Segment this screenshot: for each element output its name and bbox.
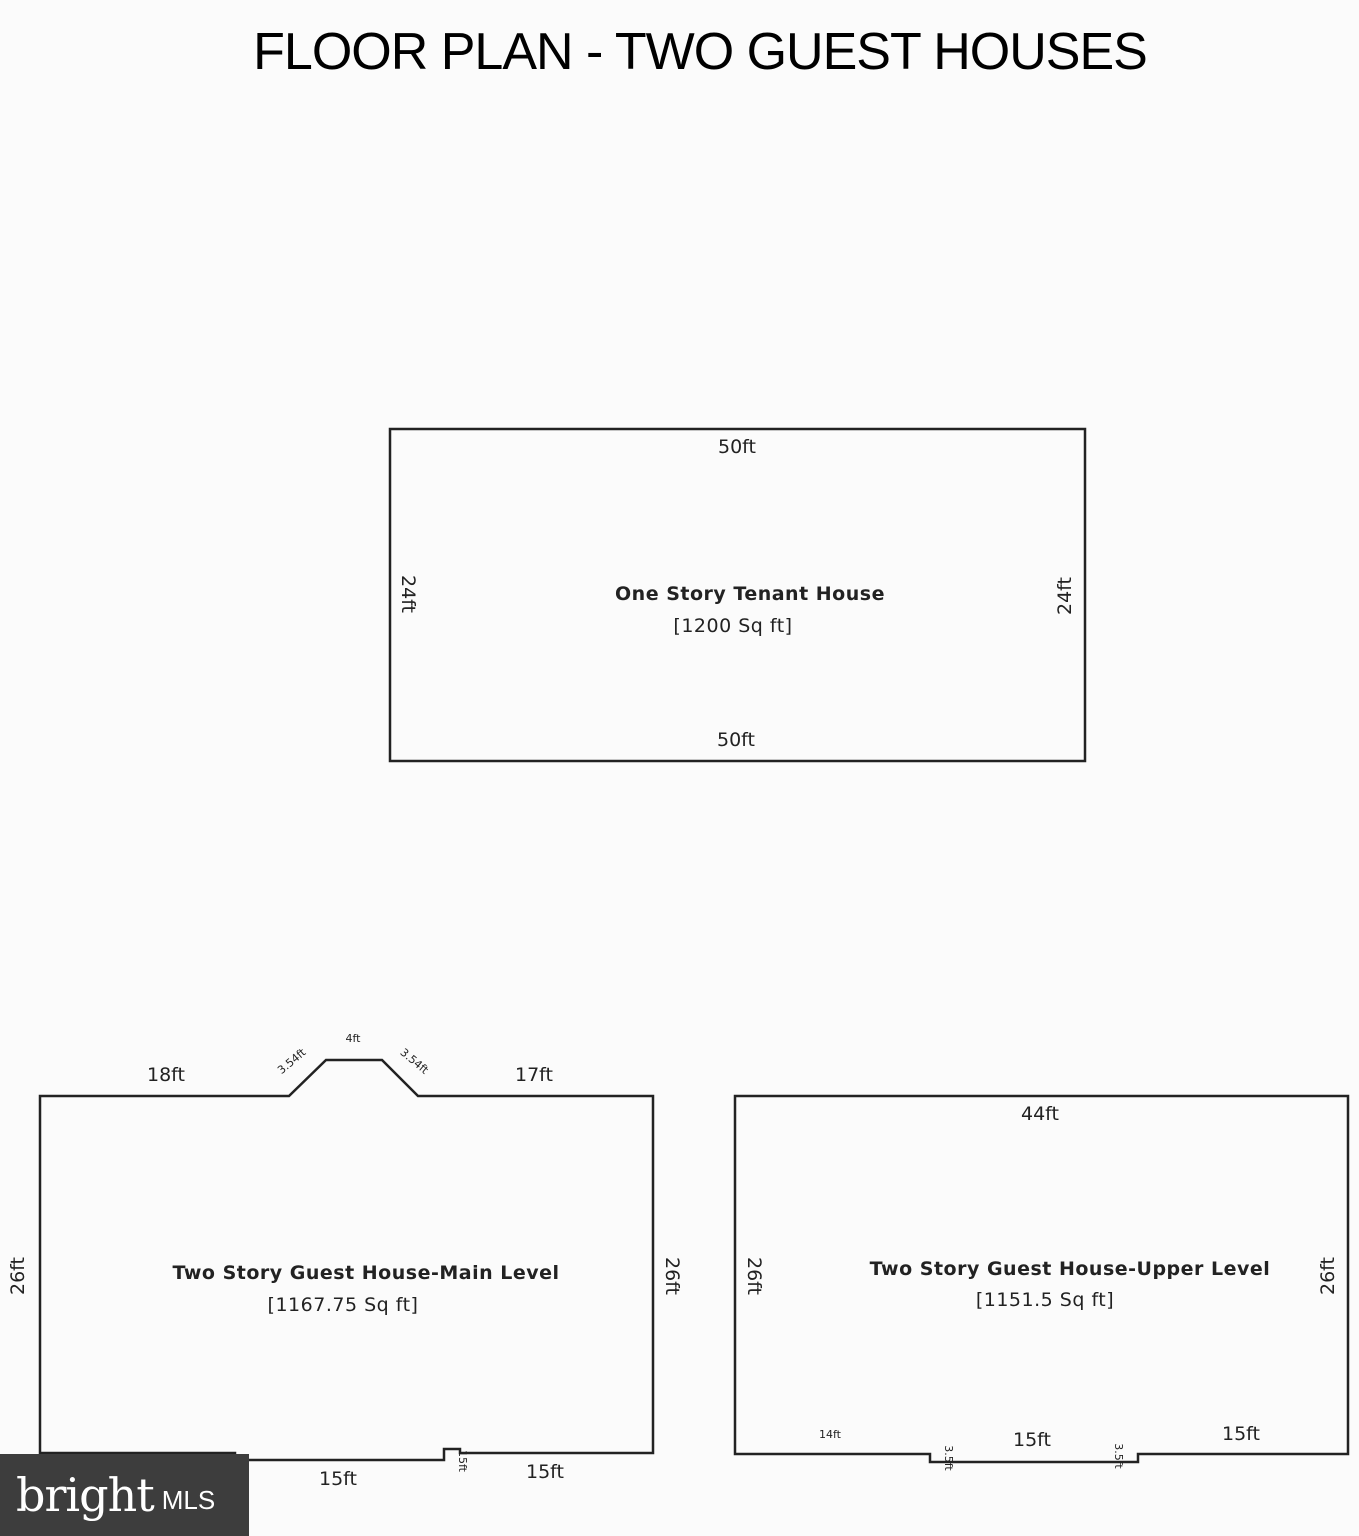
upper-level-bottom-step-left-dimension: 3.5ft	[942, 1445, 955, 1471]
main-level-plan: 18ft 3.54ft 4ft 3.54ft 17ft 26ft 26ft 15…	[7, 1032, 683, 1490]
main-level-outline	[38, 1058, 655, 1462]
upper-level-bottom-left-dimension: 14ft	[819, 1428, 842, 1441]
main-level-bottom-step-dimension: 15ft	[456, 1450, 469, 1473]
bright-mls-logo: bright MLS	[0, 1454, 249, 1536]
main-level-bay-top-dimension: 4ft	[346, 1032, 362, 1045]
upper-level-left-dimension: 26ft	[743, 1257, 765, 1295]
tenant-house-name: One Story Tenant House	[615, 583, 885, 605]
main-level-name: Two Story Guest House-Main Level	[172, 1262, 559, 1284]
tenant-house-right-dimension: 24ft	[1054, 577, 1076, 615]
logo-sub: MLS	[161, 1484, 216, 1515]
page-title: FLOOR PLAN - TWO GUEST HOUSES	[253, 23, 1148, 81]
upper-level-bottom-step-right-dimension: 3.5ft	[1112, 1443, 1125, 1469]
main-level-bay-right-dimension: 3.54ft	[398, 1046, 432, 1077]
main-level-left-dimension: 26ft	[7, 1257, 29, 1295]
tenant-house-area: [1200 Sq ft]	[673, 615, 792, 637]
main-level-top-right-dimension: 17ft	[515, 1064, 553, 1086]
upper-level-right-dimension: 26ft	[1317, 1257, 1339, 1295]
upper-level-area: [1151.5 Sq ft]	[976, 1289, 1114, 1311]
main-level-bottom-right-dimension: 15ft	[526, 1461, 564, 1483]
main-level-top-left-dimension: 18ft	[147, 1064, 185, 1086]
tenant-house-top-dimension: 50ft	[718, 436, 756, 458]
main-level-bottom-left-dimension: 15ft	[319, 1468, 357, 1490]
tenant-house-outline	[388, 427, 1087, 763]
upper-level-bottom-mid-dimension: 15ft	[1013, 1429, 1051, 1451]
tenant-house-bottom-dimension: 50ft	[717, 729, 755, 751]
tenant-house-left-dimension: 24ft	[397, 575, 419, 613]
tenant-house-plan: 50ft 50ft 24ft 24ft One Story Tenant Hou…	[388, 427, 1087, 763]
main-level-right-dimension: 26ft	[661, 1257, 683, 1295]
logo-mark: bright	[16, 1468, 155, 1522]
main-level-bay-left-dimension: 3.54ft	[275, 1045, 309, 1076]
upper-level-outline	[733, 1094, 1350, 1464]
upper-level-bottom-right-dimension: 15ft	[1222, 1423, 1260, 1445]
upper-level-name: Two Story Guest House-Upper Level	[870, 1258, 1271, 1280]
upper-level-plan: 44ft 26ft 26ft 14ft 3.5ft 15ft 3.5ft 15f…	[733, 1094, 1350, 1471]
upper-level-top-dimension: 44ft	[1021, 1103, 1059, 1125]
main-level-area: [1167.75 Sq ft]	[268, 1294, 419, 1316]
